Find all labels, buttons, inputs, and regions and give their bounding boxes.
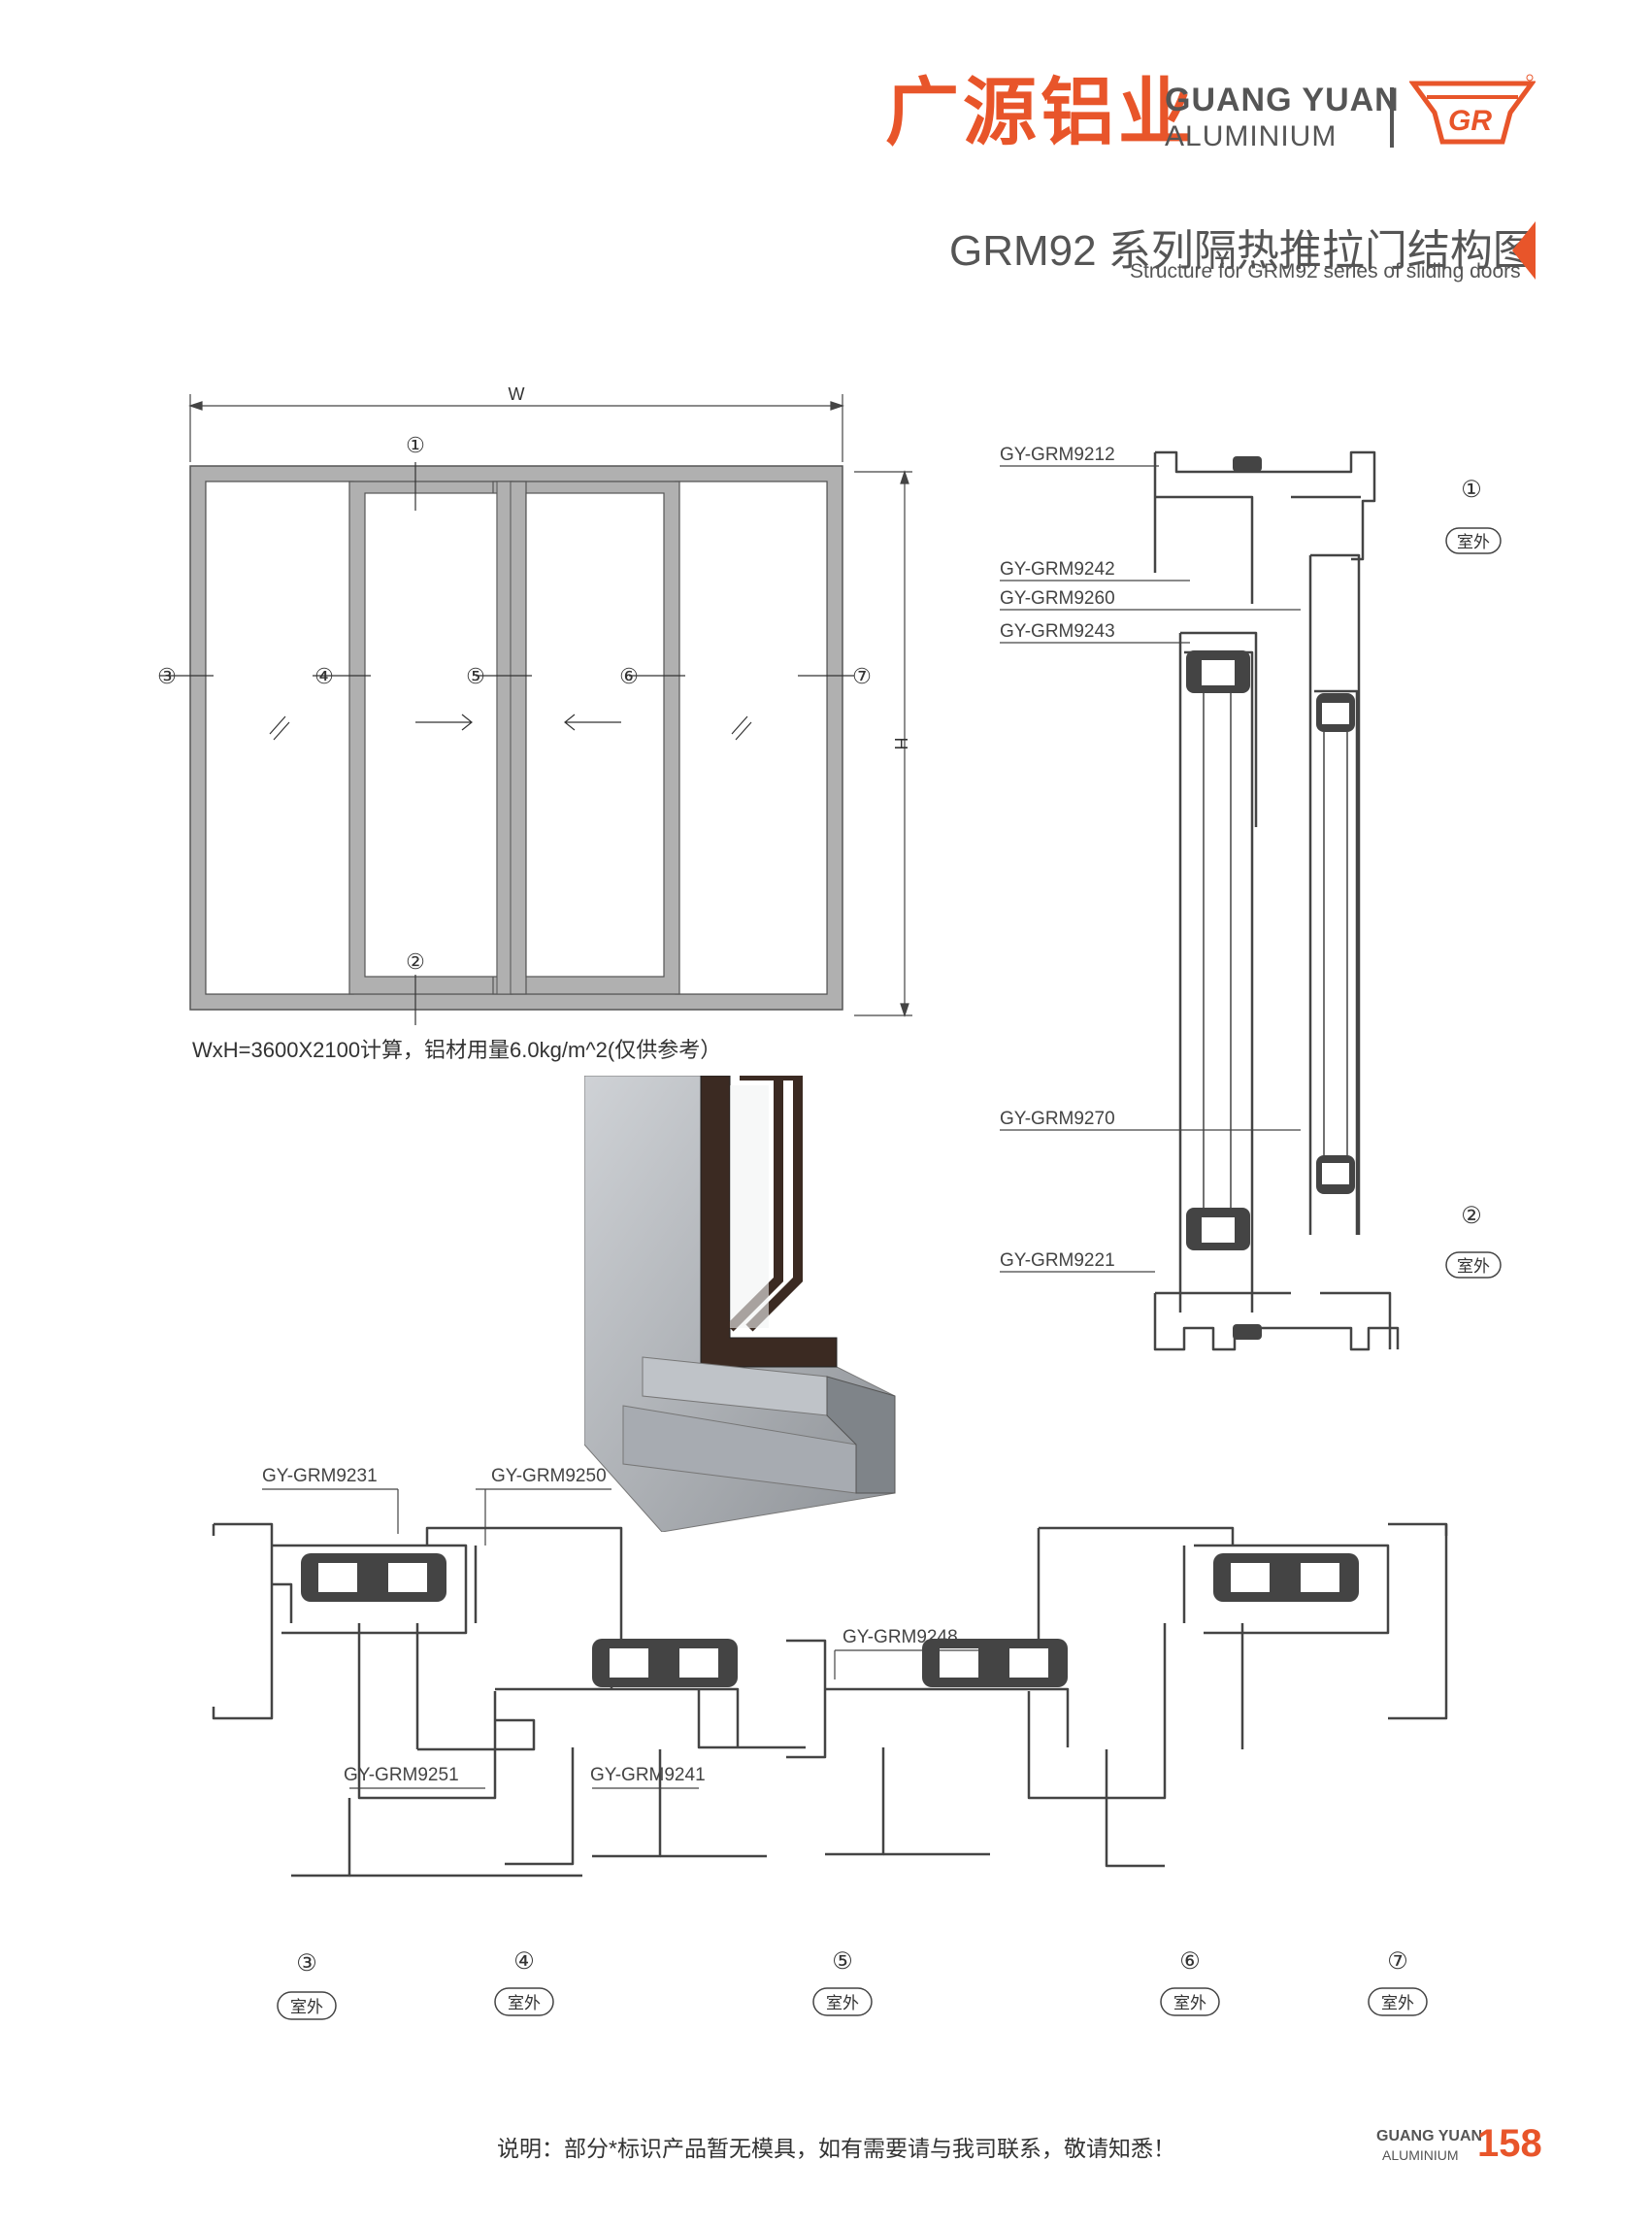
- horizontal-marker-3: ③: [296, 1950, 317, 1977]
- brand-chinese-name: 广源铝业: [885, 69, 1196, 155]
- horizontal-markers-row: ③ ④ ⑤ ⑥ ⑦ 室外 室外 室外 室外 室外: [277, 1948, 1428, 2020]
- footer-brand-line1: GUANG YUAN: [1376, 2128, 1483, 2144]
- brand-english-line1: GUANG YUAN: [1165, 82, 1400, 118]
- elevation-marker-6: ⑥: [619, 664, 639, 688]
- horizontal-exterior-label-7: 室外: [1381, 1994, 1414, 2012]
- page-number: 158: [1477, 2122, 1542, 2165]
- horizontal-marker-6: ⑥: [1179, 1948, 1201, 1975]
- brand-logo-icon: GR: [1409, 74, 1536, 145]
- title-arrow-icon: [1512, 221, 1536, 280]
- horizontal-label-9251: GY-GRM9251: [344, 1765, 459, 1785]
- elevation-marker-3: ③: [157, 664, 177, 688]
- material-calc-note: WxH=3600X2100计算，铝材用量6.0kg/m^2(仅供参考）: [192, 1038, 722, 1062]
- height-label: H: [891, 738, 910, 750]
- footer-note: 说明：部分*标识产品暂无模具，如有需要请与我司联系，敬请知悉！: [497, 2136, 1175, 2161]
- vertical-label-9243: GY-GRM9243: [1000, 621, 1115, 642]
- vertical-exterior-label-top: 室外: [1457, 533, 1490, 551]
- brand-english-line2: ALUMINIUM: [1165, 120, 1338, 152]
- horizontal-label-9241: GY-GRM9241: [590, 1765, 706, 1785]
- elevation-marker-2: ②: [406, 949, 425, 974]
- elevation-marker-1: ①: [406, 433, 425, 457]
- footer-brand-line2: ALUMINIUM: [1382, 2147, 1459, 2163]
- horizontal-marker-4: ④: [513, 1948, 535, 1975]
- horizontal-exterior-label-3: 室外: [290, 1998, 323, 2016]
- horizontal-exterior-label-5: 室外: [826, 1994, 859, 2012]
- vertical-label-9270: GY-GRM9270: [1000, 1109, 1115, 1129]
- vertical-marker-2: ②: [1461, 1203, 1482, 1229]
- vertical-label-9212: GY-GRM9212: [1000, 445, 1115, 465]
- horizontal-label-9248: GY-GRM9248: [843, 1627, 958, 1647]
- horizontal-section-drawing: GY-GRM9231 GY-GRM9250 GY-GRM9248 GY-GRM9…: [212, 1466, 1448, 1878]
- vertical-label-9221: GY-GRM9221: [1000, 1250, 1115, 1271]
- horizontal-marker-7: ⑦: [1387, 1948, 1408, 1975]
- vertical-section-drawing: GY-GRM9212 GY-GRM9242 GY-GRM9260 GY-GRM9…: [1000, 445, 1502, 1351]
- horizontal-label-9250: GY-GRM9250: [491, 1466, 607, 1486]
- horizontal-exterior-label-6: 室外: [1173, 1994, 1206, 2012]
- horizontal-marker-5: ⑤: [832, 1948, 853, 1975]
- page-title: GRM92 系列隔热推拉门结构图: [949, 227, 1536, 275]
- horizontal-exterior-label-4: 室外: [508, 1994, 541, 2012]
- elevation-marker-4: ④: [314, 664, 334, 688]
- vertical-label-9242: GY-GRM9242: [1000, 559, 1115, 580]
- corner-profile-render: [584, 1076, 896, 1532]
- elevation-marker-7: ⑦: [852, 664, 872, 688]
- door-elevation-drawing: W H ① ② ③ ④ ⑤ ⑥ ⑦: [157, 384, 912, 1025]
- width-label: W: [509, 384, 525, 404]
- page-subtitle: Structure for GRM92 series of sliding do…: [1130, 260, 1521, 283]
- svg-text:GR: GR: [1448, 105, 1492, 137]
- vertical-label-9260: GY-GRM9260: [1000, 588, 1115, 609]
- vertical-marker-1: ①: [1461, 477, 1482, 503]
- brand-divider: [1390, 87, 1394, 148]
- elevation-marker-5: ⑤: [466, 664, 485, 688]
- vertical-exterior-label-bottom: 室外: [1457, 1257, 1490, 1276]
- horizontal-label-9231: GY-GRM9231: [262, 1466, 378, 1486]
